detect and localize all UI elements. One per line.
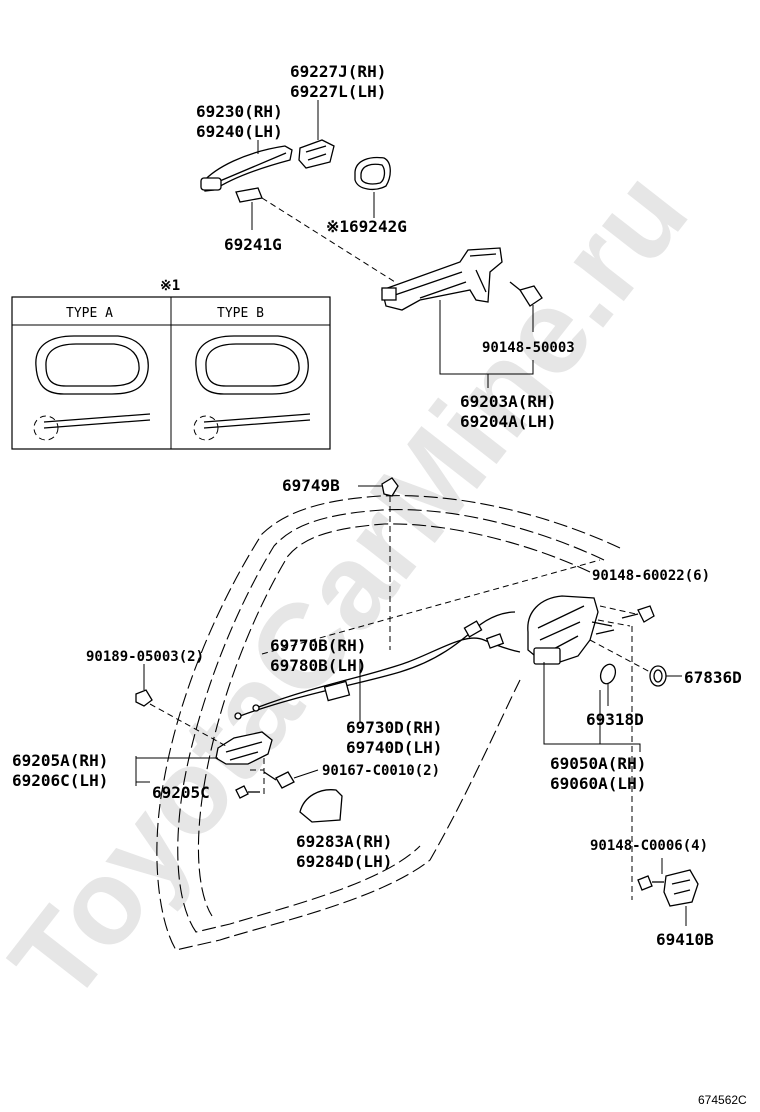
screw-90148-c0006 xyxy=(637,875,664,891)
note-mark: ※1 xyxy=(160,278,180,294)
label-69205c: 69205C xyxy=(152,783,210,802)
label-69227j: 69227J(RH) xyxy=(290,62,386,81)
dash-handle-to-frame xyxy=(261,197,396,283)
label-90148-60022: 90148-60022(6) xyxy=(592,568,710,584)
label-69060a: 69060A(LH) xyxy=(550,774,646,793)
type-a-pad-drawing xyxy=(33,335,151,441)
dash-lock-screws xyxy=(597,605,637,627)
label-90167-c0010: 90167-C0010(2) xyxy=(322,763,440,779)
label-69730d: 69730D(RH) xyxy=(346,718,442,737)
label-69780b: 69780B(LH) xyxy=(270,656,366,675)
screw-69205c xyxy=(235,785,260,799)
watermark: ToyotaCarMine.ru xyxy=(0,147,713,1026)
leader-striker xyxy=(661,858,687,926)
outside-handle-part xyxy=(200,145,293,192)
label-90148-c0006: 90148-C0006(4) xyxy=(590,838,708,854)
door-outline xyxy=(156,495,621,951)
label-69318d: 69318D xyxy=(586,710,644,729)
label-69206c: 69206C(LH) xyxy=(12,771,108,790)
label-69770b: 69770B(RH) xyxy=(270,636,366,655)
door-lock-part xyxy=(527,595,615,665)
label-90189-05003: 90189-05003(2) xyxy=(86,649,204,665)
label-69240: 69240(LH) xyxy=(196,122,283,141)
label-69205a: 69205A(RH) xyxy=(12,751,108,770)
label-69283a: 69283A(RH) xyxy=(296,832,392,851)
label-69050a: 69050A(RH) xyxy=(550,754,646,773)
type-variants-box xyxy=(11,296,331,450)
label-69230: 69230(RH) xyxy=(196,102,283,121)
leader-69050a xyxy=(543,662,641,752)
label-69242g: ※169242G xyxy=(326,217,407,236)
handle-frame-part xyxy=(381,247,503,311)
label-67836d: 67836D xyxy=(684,668,742,687)
screw-90148-50003 xyxy=(509,281,543,307)
dash-cable-upper xyxy=(261,559,601,655)
leader-69203a xyxy=(439,300,534,388)
clip-69749b xyxy=(381,477,399,497)
screw-90167-c0010 xyxy=(263,771,295,789)
label-69203a: 69203A(RH) xyxy=(460,392,556,411)
type-b-pad-drawing xyxy=(193,335,311,441)
type-b-label: TYPE B xyxy=(217,306,264,321)
label-90148-50003: 90148-50003 xyxy=(482,340,575,356)
leader-90167 xyxy=(293,769,319,779)
grommet-67836d xyxy=(649,665,667,687)
dash-lock-grommet xyxy=(589,639,651,673)
handle-cover-part xyxy=(298,139,335,169)
screw-90148-60022 xyxy=(621,605,655,623)
cable-assembly xyxy=(234,611,521,720)
cover-69283a xyxy=(299,789,343,823)
label-69410b: 69410B xyxy=(656,930,714,949)
diagram-code: 674562C xyxy=(698,1093,747,1107)
dash-clip-handle xyxy=(149,703,227,747)
inside-handle-part xyxy=(215,731,273,765)
striker-part xyxy=(663,869,699,907)
type-a-label: TYPE A xyxy=(66,306,113,321)
label-69740d: 69740D(LH) xyxy=(346,738,442,757)
pad-69241g-part xyxy=(235,187,263,203)
label-69227l: 69227L(LH) xyxy=(290,82,386,101)
cover-69318d xyxy=(599,663,617,685)
label-69284d: 69284D(LH) xyxy=(296,852,392,871)
label-69241g: 69241G xyxy=(224,235,282,254)
clip-90189-05003 xyxy=(135,689,153,707)
label-69204a: 69204A(LH) xyxy=(460,412,556,431)
leader-69205a xyxy=(135,756,218,786)
label-69749b: 69749B xyxy=(282,476,340,495)
dash-handle-screws xyxy=(250,758,265,798)
